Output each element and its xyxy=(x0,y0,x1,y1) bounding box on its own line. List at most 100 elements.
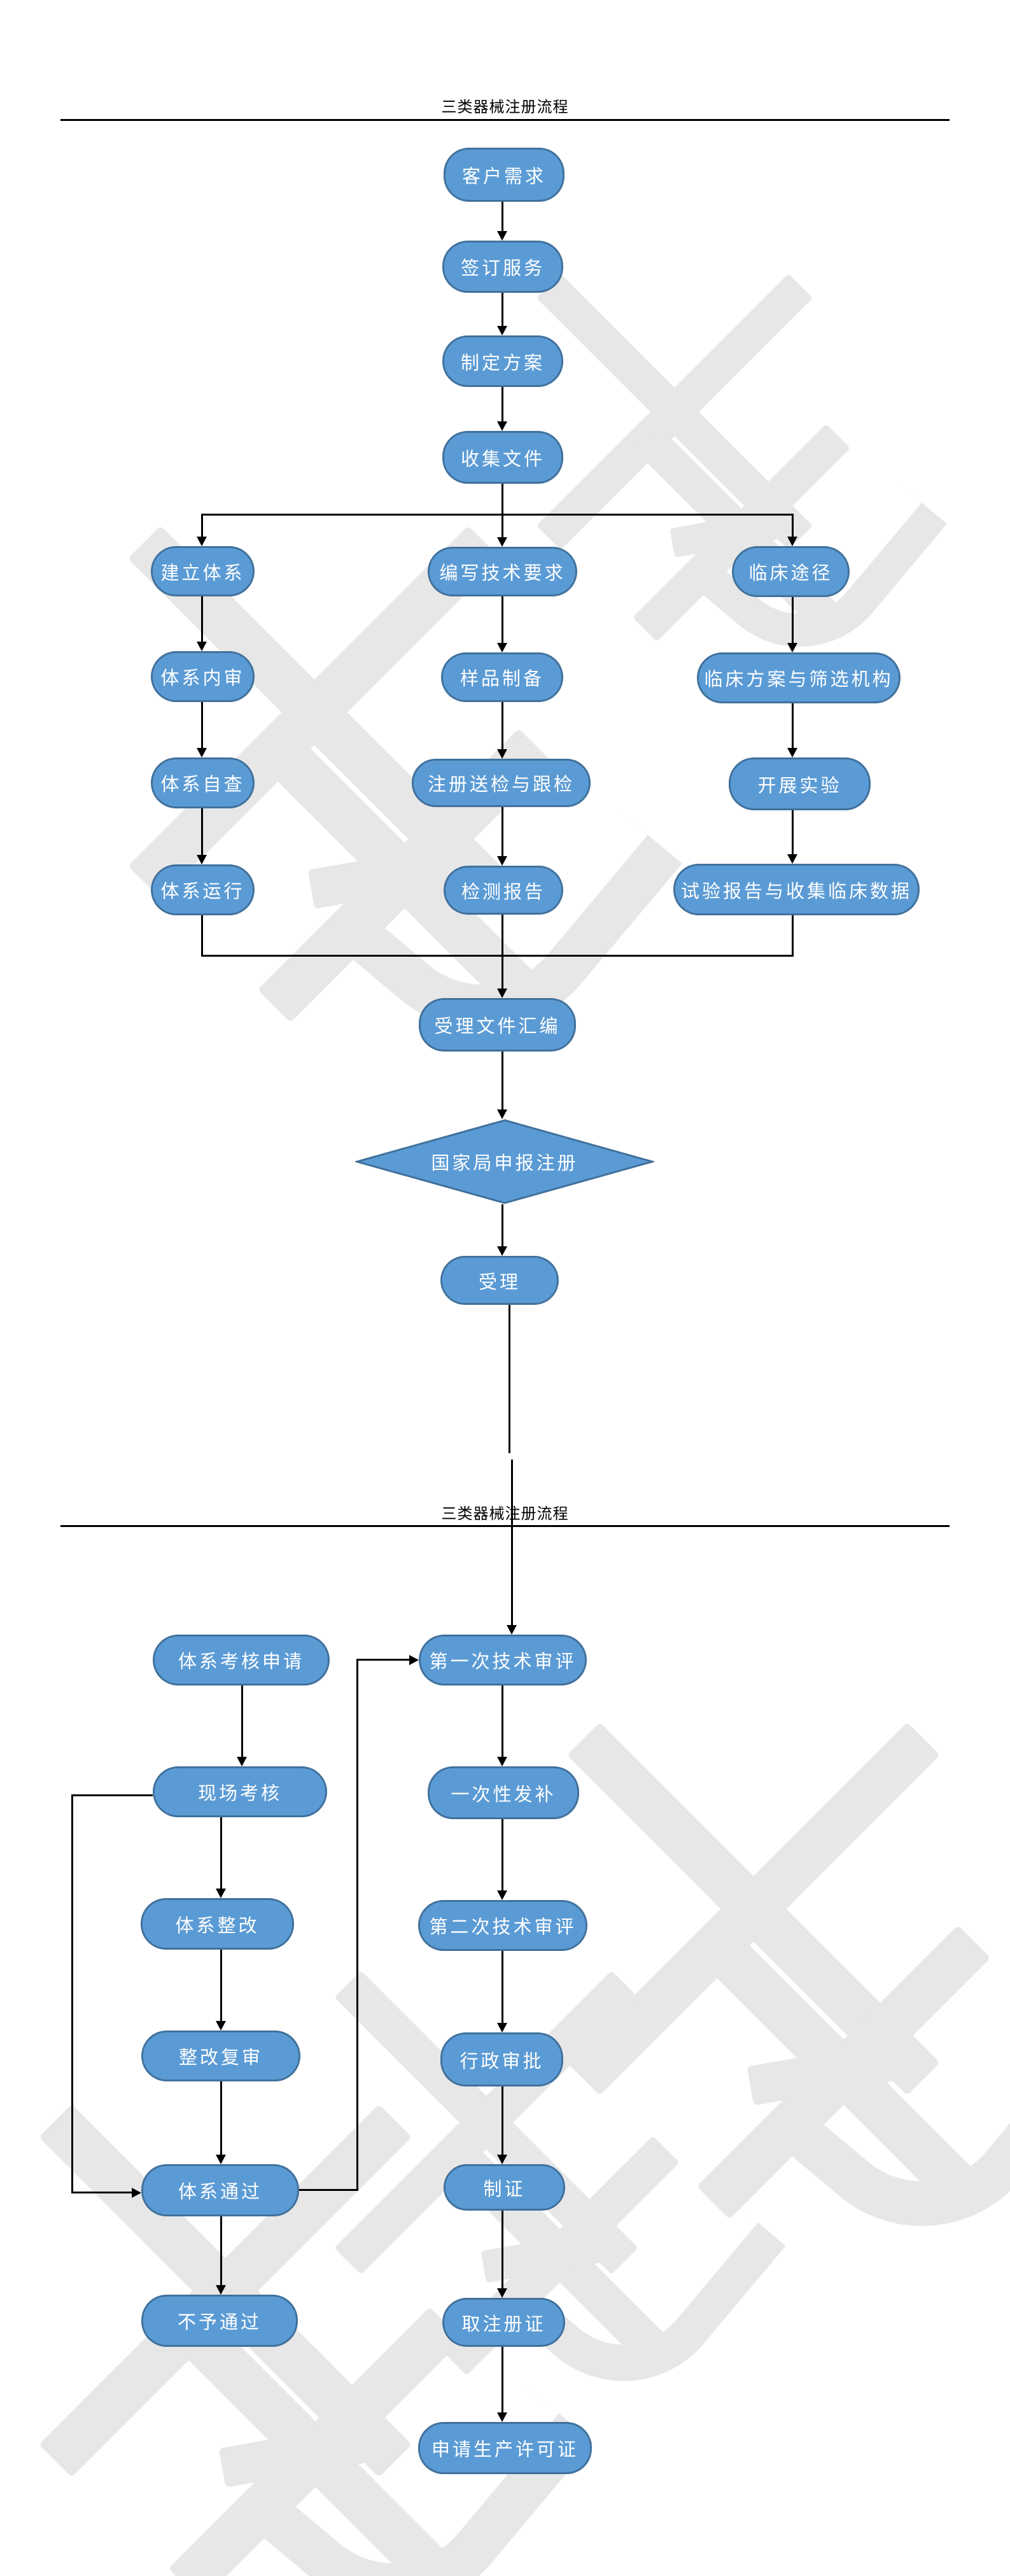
node-onsite-assessment: 现场考核 xyxy=(153,1766,327,1817)
node-get-certificate: 取注册证 xyxy=(442,2298,565,2347)
node-make-plan: 制定方案 xyxy=(442,335,563,387)
connector-line xyxy=(501,702,503,750)
connector-line xyxy=(501,915,503,957)
connector-line xyxy=(501,1686,503,1757)
loop-line xyxy=(72,2192,132,2193)
arrow-down-icon xyxy=(497,231,507,241)
connector-line xyxy=(501,596,503,644)
loop-line xyxy=(356,1659,358,2191)
merge-line xyxy=(201,955,794,957)
node-rectify-review: 整改复审 xyxy=(141,2031,300,2081)
node-one-time-supplement: 一次性发补 xyxy=(428,1766,579,1819)
connector-line xyxy=(220,2216,222,2286)
arrow-down-icon xyxy=(497,2023,507,2032)
connector-line xyxy=(241,1686,243,1757)
connector-line xyxy=(501,293,503,327)
connector-line xyxy=(509,1305,510,1453)
decision-declare-registration: 国家局申报注册 xyxy=(355,1119,654,1204)
arrow-down-icon xyxy=(216,2285,226,2295)
node-label: 试验报告与收集临床数据 xyxy=(680,881,912,902)
arrow-down-icon xyxy=(237,1757,247,1766)
node-register-inspection: 注册送检与跟检 xyxy=(412,759,591,807)
loop-line xyxy=(356,1659,409,1661)
arrow-down-icon xyxy=(197,748,207,757)
node-system-run: 体系运行 xyxy=(151,864,255,915)
arrow-down-icon xyxy=(497,537,507,547)
node-label: 整改复审 xyxy=(178,2048,263,2068)
title-underline xyxy=(60,119,950,121)
diamond-shape xyxy=(355,1119,654,1204)
node-label: 体系考核申请 xyxy=(178,1652,304,1672)
node-label: 体系内审 xyxy=(160,668,245,689)
loop-line xyxy=(72,1794,153,1796)
node-label: 制证 xyxy=(483,2179,526,2200)
arrow-down-icon xyxy=(497,749,507,759)
node-label: 体系运行 xyxy=(160,882,245,902)
connector-line xyxy=(511,1460,513,1626)
loop-line xyxy=(71,1794,73,2193)
node-admin-approval: 行政审批 xyxy=(440,2032,563,2087)
arrow-right-icon xyxy=(132,2188,141,2198)
arrow-down-icon xyxy=(787,643,797,652)
node-label: 国家局申报注册 xyxy=(431,1153,579,1174)
node-label: 收集文件 xyxy=(460,449,545,470)
arrow-down-icon xyxy=(497,1246,507,1256)
connector-line xyxy=(501,1951,503,2023)
connector-line xyxy=(792,514,794,537)
arrow-down-icon xyxy=(497,2288,507,2298)
node-test-report: 检测报告 xyxy=(444,866,563,915)
node-label: 不予通过 xyxy=(177,2312,262,2333)
node-label: 签订服务 xyxy=(460,258,545,279)
node-label: 体系整改 xyxy=(175,1915,260,1936)
connector-line xyxy=(792,597,794,644)
branch-line xyxy=(201,514,794,516)
arrow-down-icon xyxy=(497,1109,507,1119)
arrow-down-icon xyxy=(787,748,797,757)
node-label: 临床方案与筛选机构 xyxy=(704,670,894,690)
page1-title: 三类器械注册流程 xyxy=(441,99,569,116)
arrow-down-icon xyxy=(216,1889,226,1898)
node-label: 第二次技术审评 xyxy=(429,1917,577,1938)
arrow-down-icon xyxy=(497,326,507,335)
arrow-down-icon xyxy=(497,421,507,431)
node-label: 体系通过 xyxy=(178,2182,262,2202)
connector-line xyxy=(792,810,794,855)
node-sample-prep: 样品制备 xyxy=(441,652,563,702)
node-label: 建立体系 xyxy=(160,563,245,584)
connector-line xyxy=(220,1817,222,1889)
node-make-certificate: 制证 xyxy=(444,2164,565,2211)
node-label: 注册送检与跟检 xyxy=(427,775,575,795)
node-trial-report: 试验报告与收集临床数据 xyxy=(673,864,920,915)
node-system-pass: 体系通过 xyxy=(141,2164,299,2216)
node-tech-requirements: 编写技术要求 xyxy=(428,547,577,596)
node-not-pass: 不予通过 xyxy=(141,2295,298,2347)
arrow-down-icon xyxy=(497,1890,507,1900)
node-system-assessment-apply: 体系考核申请 xyxy=(153,1635,330,1686)
title-underline xyxy=(60,1525,950,1527)
node-self-check: 体系自查 xyxy=(151,757,255,808)
arrow-down-icon xyxy=(197,537,207,546)
arrow-down-icon xyxy=(497,856,507,866)
watermark-stamp xyxy=(108,525,682,1119)
connector-line xyxy=(501,807,503,857)
arrow-down-icon xyxy=(497,1757,507,1766)
connector-line xyxy=(792,915,794,957)
connector-line xyxy=(201,702,203,749)
node-label: 制定方案 xyxy=(460,353,545,374)
connector-line xyxy=(501,2211,503,2289)
node-label: 取注册证 xyxy=(461,2314,546,2335)
arrow-down-icon xyxy=(216,2155,226,2164)
arrow-down-icon xyxy=(507,1625,517,1635)
connector-line xyxy=(501,514,503,538)
node-label: 一次性发补 xyxy=(451,1784,556,1805)
node-label: 行政审批 xyxy=(459,2051,544,2072)
connector-line xyxy=(501,1204,503,1247)
connector-line xyxy=(501,387,503,422)
connector-line xyxy=(201,596,203,642)
node-label: 申请生产许可证 xyxy=(431,2440,579,2460)
connector-line xyxy=(501,202,503,232)
connector-line xyxy=(220,1950,222,2022)
node-clinical-path: 临床途径 xyxy=(732,546,850,597)
connector-line xyxy=(501,2347,503,2413)
arrow-down-icon xyxy=(216,2021,226,2031)
